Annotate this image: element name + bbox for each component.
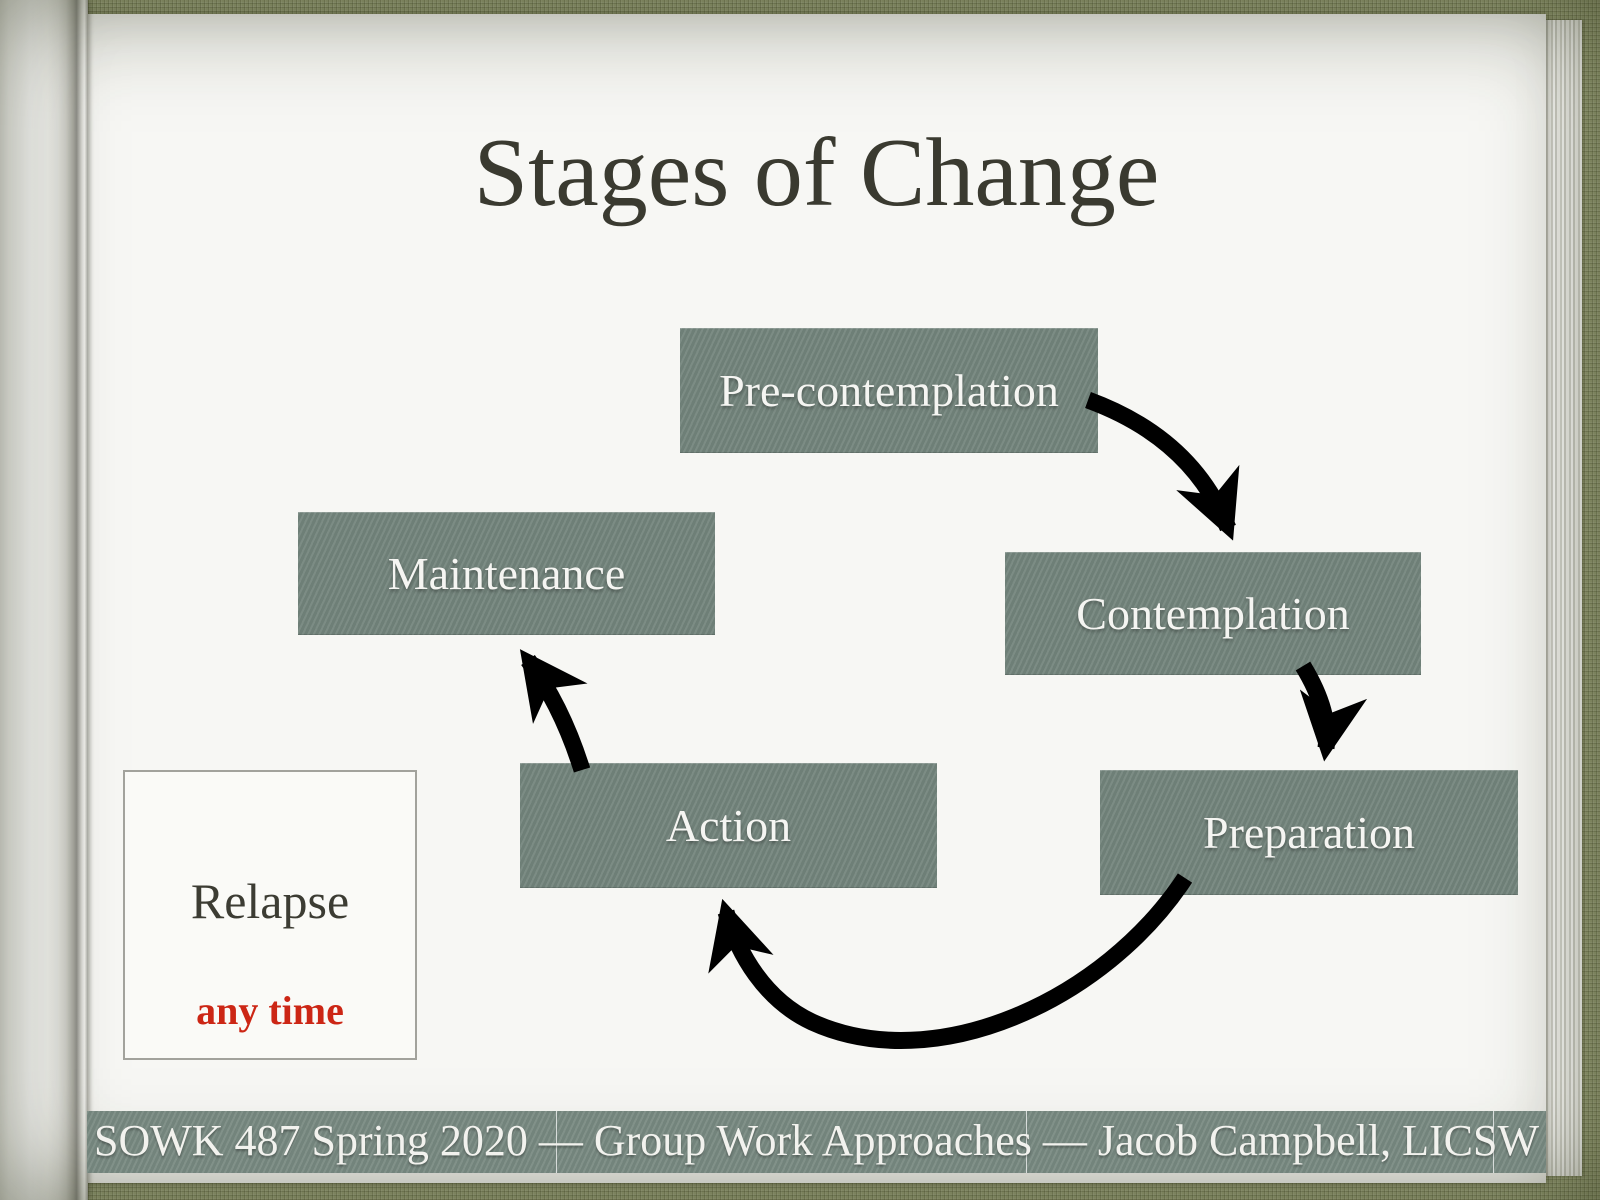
stage-label-preparation: Preparation — [1202, 807, 1416, 858]
stage-label-action: Action — [665, 800, 792, 851]
footer-text: SOWK 487 Spring 2020 — Group Work Approa… — [93, 1116, 1540, 1165]
stage-box-action: Action — [520, 763, 937, 888]
stage-box-preparation: Preparation — [1100, 770, 1518, 895]
stage-label-maintenance: Maintenance — [387, 548, 626, 599]
stage-box-maintenance: Maintenance — [298, 512, 715, 635]
footer-divider — [556, 1111, 557, 1173]
stage-box-pre-contemplation: Pre-contemplation — [680, 328, 1098, 453]
footer-divider — [1026, 1111, 1027, 1173]
relapse-box: Relapse any time — [123, 770, 417, 1060]
page-curl-left — [0, 0, 88, 1200]
relapse-label: Relapse — [190, 873, 350, 929]
slide-title: Stages of Change — [473, 119, 1160, 227]
page-stack-right-edge — [1544, 20, 1582, 1176]
relapse-note: any time — [196, 988, 344, 1033]
footer-divider — [1493, 1111, 1494, 1173]
stage-box-contemplation: Contemplation — [1005, 552, 1421, 675]
stage-label-pre-contemplation: Pre-contemplation — [719, 365, 1059, 416]
footer-bar: SOWK 487 Spring 2020 — Group Work Approa… — [87, 1111, 1546, 1173]
stage-label-contemplation: Contemplation — [1076, 588, 1350, 639]
